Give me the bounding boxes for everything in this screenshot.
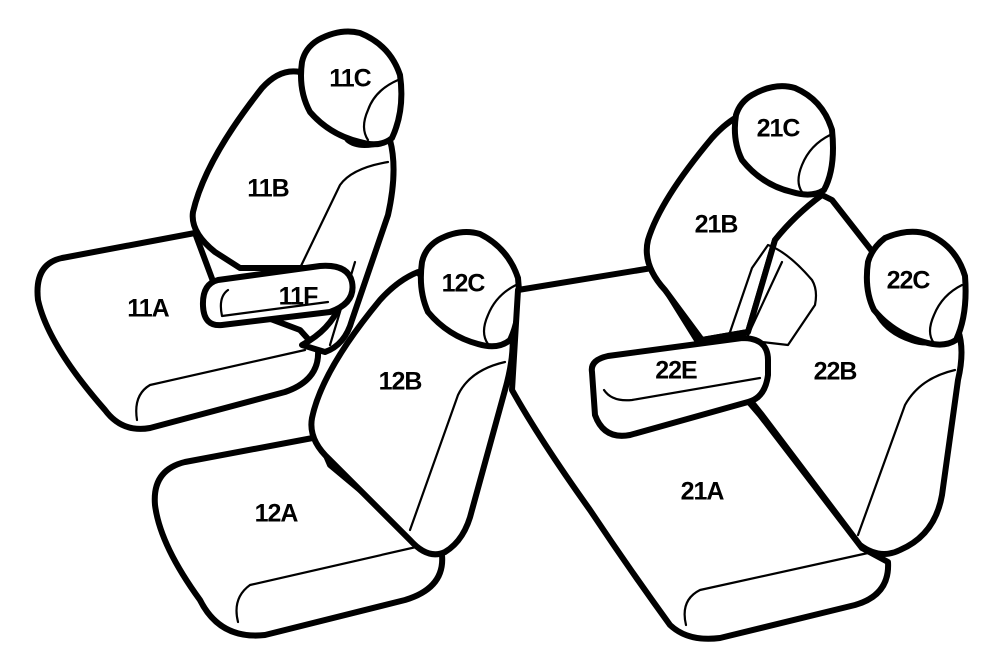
seat-rear-bench xyxy=(509,83,969,642)
part-21a-front-line xyxy=(683,551,870,627)
part-center-panel-inner xyxy=(746,260,784,337)
part-11f-inner-line xyxy=(219,288,330,318)
part-21c-headrest[interactable] xyxy=(731,83,836,198)
label-11f: 11F xyxy=(279,283,318,311)
part-11c-side-line xyxy=(362,78,400,142)
label-11a: 11A xyxy=(127,295,169,323)
part-12a-cushion[interactable] xyxy=(151,434,446,639)
part-11f-armrest[interactable] xyxy=(199,262,356,329)
part-12c-side-line xyxy=(482,283,518,346)
seat-11 xyxy=(34,28,405,432)
label-12b: 12B xyxy=(379,368,422,396)
part-22b-side-line xyxy=(856,368,957,537)
part-22c-side-line xyxy=(928,283,964,345)
part-11c-headrest[interactable] xyxy=(298,28,405,148)
label-12c: 12C xyxy=(442,270,486,298)
label-21a: 21A xyxy=(681,478,725,506)
part-labels: 11C 11B 11A 11F 12C 12B 12A 21C 21B 22C … xyxy=(127,65,931,528)
label-11b: 11B xyxy=(247,175,288,203)
label-22b: 22B xyxy=(814,358,857,386)
part-11a-cushion[interactable] xyxy=(34,230,322,432)
label-21c: 21C xyxy=(757,115,801,143)
part-22e-top-line xyxy=(602,376,762,402)
label-12a: 12A xyxy=(255,500,299,528)
label-21b: 21B xyxy=(695,211,738,239)
part-21c-side-line xyxy=(797,133,832,194)
label-22c: 22C xyxy=(887,267,931,295)
part-11a-front-line xyxy=(135,348,307,422)
part-22c-headrest[interactable] xyxy=(863,228,969,348)
label-11c: 11C xyxy=(329,65,371,93)
part-12a-front-line xyxy=(235,543,427,624)
label-22e: 22E xyxy=(655,357,697,385)
part-22e-armrest[interactable] xyxy=(588,335,771,439)
part-12b-side-line xyxy=(408,360,507,532)
part-center-panel xyxy=(726,243,818,347)
seat-12 xyxy=(151,229,522,639)
part-12c-headrest[interactable] xyxy=(417,229,522,350)
